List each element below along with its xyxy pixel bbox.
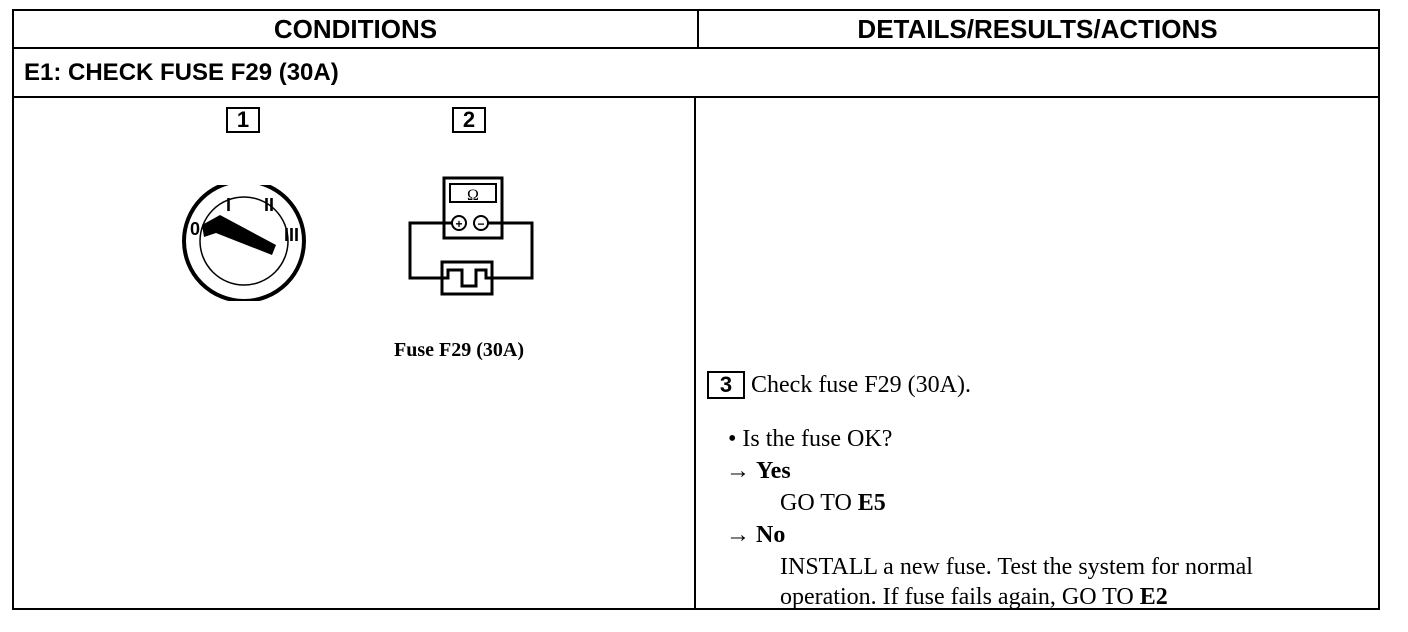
header-rule bbox=[14, 47, 1378, 49]
step-box-1: 1 bbox=[226, 107, 260, 133]
step-title: E1: CHECK FUSE F29 (30A) bbox=[24, 59, 339, 86]
ohm-symbol: Ω bbox=[467, 187, 479, 204]
no-action-line2-text: operation. If fuse fails again, GO TO bbox=[780, 584, 1140, 610]
question-text: • Is the fuse OK? bbox=[728, 426, 893, 452]
procedure-table: CONDITIONS DETAILS/RESULTS/ACTIONS E1: C… bbox=[12, 9, 1380, 610]
no-row: → No bbox=[726, 519, 785, 551]
no-label: No bbox=[756, 522, 786, 548]
ignition-switch-icon: 0 I II III bbox=[182, 185, 306, 301]
yes-action-text: GO TO bbox=[780, 490, 858, 516]
arrow-yes-icon: → bbox=[726, 458, 750, 484]
step-box-3: 3 bbox=[707, 371, 745, 399]
fuse-caption: Fuse F29 (30A) bbox=[394, 339, 524, 361]
ohmmeter-fuse-icon: Ω + − bbox=[408, 176, 534, 296]
title-rule bbox=[14, 96, 1378, 98]
arrow-no-icon: → bbox=[726, 522, 750, 548]
conditions-header: CONDITIONS bbox=[273, 13, 438, 44]
ignition-position-2: II bbox=[264, 195, 274, 215]
yes-row: → Yes bbox=[726, 455, 791, 487]
meter-plus: + bbox=[455, 217, 462, 231]
step-box-2: 2 bbox=[452, 107, 486, 133]
yes-action: GO TO E5 bbox=[780, 487, 886, 519]
details-header: DETAILS/RESULTS/ACTIONS bbox=[857, 13, 1218, 44]
yes-label: Yes bbox=[756, 458, 791, 484]
ignition-position-3: III bbox=[284, 225, 299, 245]
meter-minus: − bbox=[477, 217, 484, 231]
header-divider bbox=[697, 11, 699, 48]
no-target: E2 bbox=[1139, 584, 1168, 610]
ignition-position-0: 0 bbox=[190, 219, 200, 239]
step-3-row: 3 Check fuse F29 (30A). bbox=[707, 371, 971, 399]
yes-target: E5 bbox=[857, 490, 886, 516]
no-action-line1: INSTALL a new fuse. Test the system for … bbox=[780, 554, 1253, 580]
column-divider bbox=[694, 98, 696, 608]
no-action-line2: operation. If fuse fails again, GO TO E2 bbox=[780, 581, 1168, 613]
ignition-position-1: I bbox=[226, 195, 231, 215]
step-3-text: Check fuse F29 (30A). bbox=[751, 371, 971, 398]
